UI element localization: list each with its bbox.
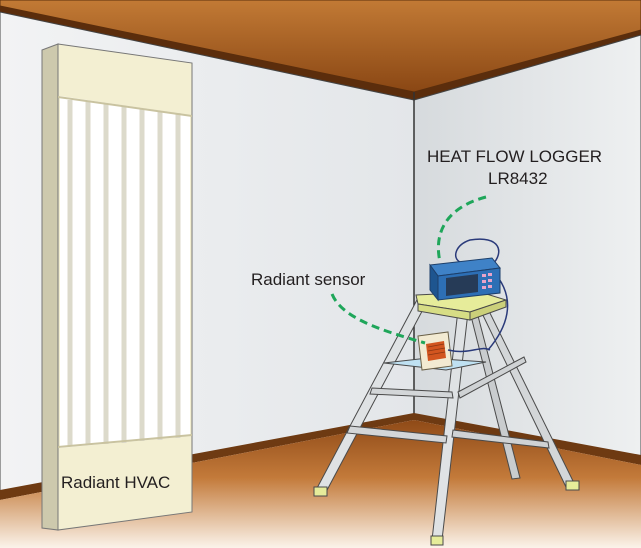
stepladder-icon bbox=[313, 291, 580, 546]
logger-leader-line bbox=[437, 195, 487, 263]
hvac-label: Radiant HVAC bbox=[61, 473, 171, 492]
sensor-label: Radiant sensor bbox=[251, 270, 366, 289]
radiant-panel-icon bbox=[41, 43, 193, 531]
logger-model-label: LR8432 bbox=[488, 169, 548, 188]
data-logger-icon bbox=[429, 238, 509, 351]
sensor-leader-line bbox=[330, 293, 426, 345]
logger-name-label: HEAT FLOW LOGGER bbox=[427, 147, 603, 166]
radiant-sensor-icon bbox=[417, 331, 491, 371]
